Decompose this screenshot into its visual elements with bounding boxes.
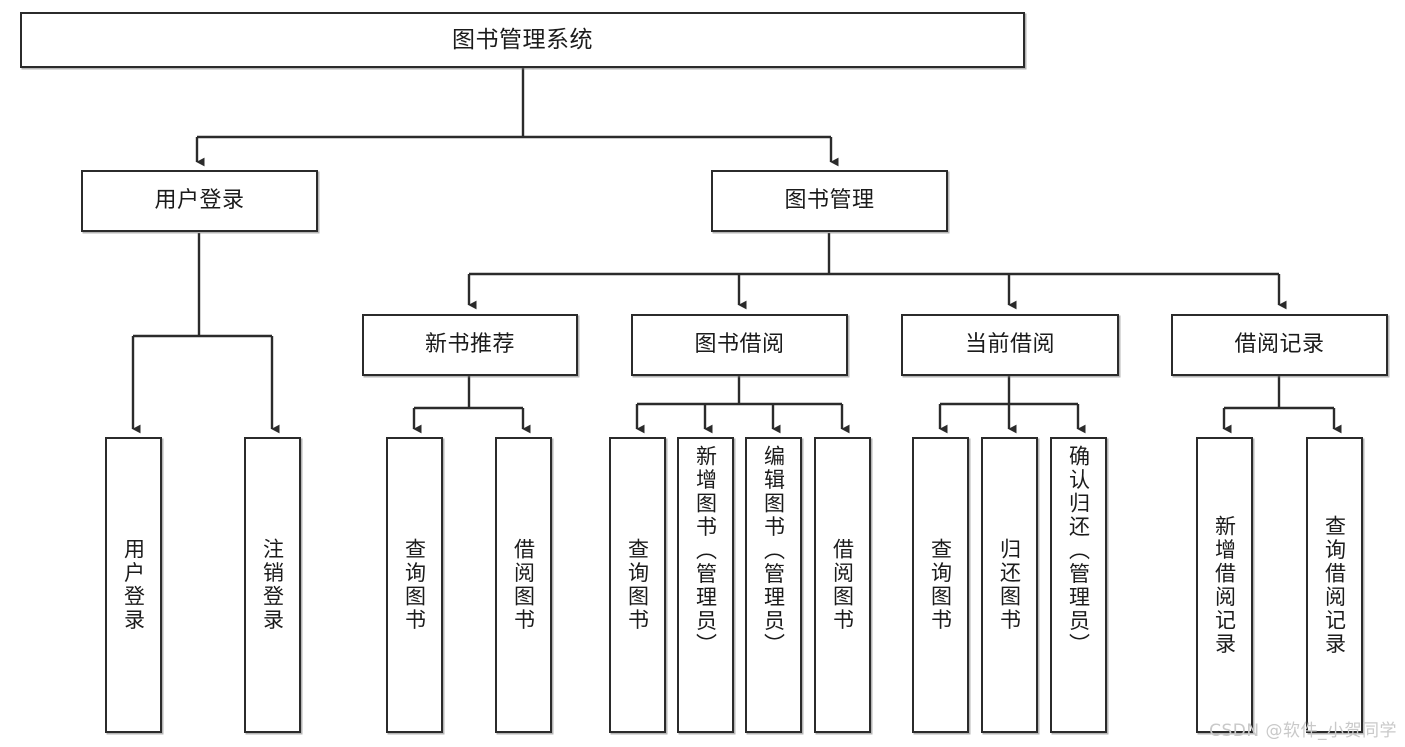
node-leaf-logout-login[interactable]: 注销登录 xyxy=(244,437,301,733)
node-label: 新书推荐 xyxy=(424,332,515,358)
node-leaf-return-book[interactable]: 归还图书 xyxy=(981,437,1038,733)
node-leaf-query-borrow-record[interactable]: 查询借阅记录 xyxy=(1306,437,1363,733)
node-label: 新增图书（管理员） xyxy=(693,445,718,657)
node-leaf-add-book-admin[interactable]: 新增图书（管理员） xyxy=(677,437,734,733)
node-label: 查询图书 xyxy=(402,538,427,632)
node-new-book-recommend[interactable]: 新书推荐 xyxy=(362,314,578,376)
watermark-text: CSDN @软件_小贺同学 xyxy=(1209,721,1397,741)
node-leaf-confirm-return-admin[interactable]: 确认归还（管理员） xyxy=(1050,437,1107,733)
node-label: 查询图书 xyxy=(928,538,953,632)
node-label: 查询借阅记录 xyxy=(1322,514,1347,656)
node-leaf-add-borrow-record[interactable]: 新增借阅记录 xyxy=(1196,437,1253,733)
node-leaf-borrow-book[interactable]: 借阅图书 xyxy=(814,437,871,733)
node-current-borrow[interactable]: 当前借阅 xyxy=(901,314,1119,376)
node-label: 归还图书 xyxy=(997,538,1022,632)
node-book-management[interactable]: 图书管理 xyxy=(711,170,948,232)
node-leaf-query-book-current[interactable]: 查询图书 xyxy=(912,437,969,733)
node-label: 借阅图书 xyxy=(511,538,536,632)
node-leaf-query-book-recommend[interactable]: 查询图书 xyxy=(386,437,443,733)
node-label: 查询图书 xyxy=(625,538,650,632)
node-leaf-query-book-borrow[interactable]: 查询图书 xyxy=(609,437,666,733)
node-label: 用户登录 xyxy=(154,188,245,214)
node-label: 新增借阅记录 xyxy=(1212,514,1237,656)
node-label: 当前借阅 xyxy=(964,332,1055,358)
node-label: 图书管理 xyxy=(784,188,875,214)
node-label: 图书管理系统 xyxy=(452,26,593,53)
node-book-borrow[interactable]: 图书借阅 xyxy=(631,314,848,376)
node-label: 确认归还（管理员） xyxy=(1066,445,1091,657)
node-label: 借阅图书 xyxy=(830,538,855,632)
node-leaf-borrow-book-recommend[interactable]: 借阅图书 xyxy=(495,437,552,733)
node-label: 注销登录 xyxy=(260,538,285,632)
node-label: 编辑图书（管理员） xyxy=(761,445,786,657)
node-root-book-management-system[interactable]: 图书管理系统 xyxy=(20,12,1025,68)
node-leaf-user-login[interactable]: 用户登录 xyxy=(105,437,162,733)
node-leaf-edit-book-admin[interactable]: 编辑图书（管理员） xyxy=(745,437,802,733)
node-label: 用户登录 xyxy=(121,538,146,632)
node-borrow-record[interactable]: 借阅记录 xyxy=(1171,314,1388,376)
node-user-login[interactable]: 用户登录 xyxy=(81,170,318,232)
node-label: 图书借阅 xyxy=(694,332,785,358)
node-label: 借阅记录 xyxy=(1234,332,1325,358)
